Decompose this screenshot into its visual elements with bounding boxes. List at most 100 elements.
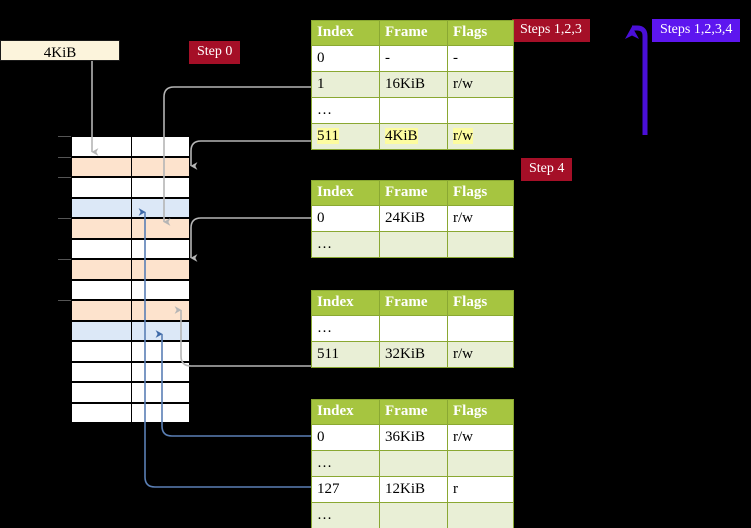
steps1234-badge-text: Steps 1,2,3,4 [660,22,733,37]
memory-row-tick [58,136,71,138]
table-cell-frame [379,450,448,477]
table-header-frame: Frame [379,20,448,46]
table-cell-index: … [311,97,380,124]
table-cell-index: 127 [311,476,380,503]
table-row: … [311,315,514,342]
table-cell-text: … [317,454,332,471]
table-cell-text: 0 [317,428,325,445]
table-row: 1 16KiB r/w [311,71,514,98]
table-cell-text: 511 [317,345,339,362]
table-row: … [311,231,514,258]
table-cell-text: r/w [453,75,473,92]
table-header-index: Index [311,20,380,46]
table-cell-text: 0 [317,209,325,226]
memory-row-tick [58,259,71,261]
table-header-index: Index [311,399,380,425]
table-header-index: Index [311,290,380,316]
table-cell-flags: r/w [447,341,514,368]
table-cell-text: 0 [317,49,325,66]
table-cell-flags [447,450,514,477]
memory-column-divider [131,136,133,423]
memory-frame-row [71,156,190,177]
memory-row-tick [58,156,71,158]
table-cell-flags [447,315,514,342]
table-cell-text: r [453,480,458,497]
table-row: 0 24KiB r/w [311,205,514,232]
table-cell-text: 24KiB [385,209,426,226]
table-cell-frame: 32KiB [379,341,448,368]
table-cell-flags [447,231,514,258]
size-label-text: 4KiB [43,45,77,61]
table-cell-text: - [453,49,458,66]
arrow-pdpt-row0-to-memory [190,217,311,262]
size-label-box: 4KiB [0,40,120,61]
table-cell-frame [379,315,448,342]
table-cell-frame: 4KiB [379,123,448,150]
table-cell-text: … [317,506,332,523]
table-header-frame: Frame [379,290,448,316]
table-row: … [311,97,514,124]
arrow-steps-loop-purple [625,25,648,135]
table-cell-flags: r/w [447,424,514,451]
table-header-flags: Flags [447,399,514,425]
step0-badge: Step 0 [189,41,241,64]
table-row: … [311,502,514,528]
table-cell-index: 0 [311,205,380,232]
table-cell-index: 1 [311,71,380,98]
table-cell-frame [379,231,448,258]
table-cell-text: - [385,49,390,66]
step4-badge-text: Step 4 [529,161,565,176]
table-row: 0 - - [311,45,514,72]
memory-row-tick [58,177,71,179]
table-header-index: Index [311,180,380,206]
table-header-flags: Flags [447,290,514,316]
table-cell-text: 36KiB [385,428,426,445]
table-row: 127 12KiB r [311,476,514,503]
steps123-badge: Steps 1,2,3 [512,19,590,42]
table-cell-text: 511 [317,127,339,144]
table-cell-text: 16KiB [385,75,426,92]
table-cell-text: 1 [317,75,325,92]
table-header-flags: Flags [447,20,514,46]
steps1234-badge: Steps 1,2,3,4 [652,19,741,42]
table-cell-flags: - [447,45,514,72]
table-cell-index: … [311,450,380,477]
table-cell-text: r/w [453,428,473,445]
table-cell-index: … [311,315,380,342]
table-cell-flags: r/w [447,205,514,232]
table-row: 511 4KiB r/w [311,123,514,150]
arrow-pml4-row511-to-memory [190,140,311,170]
memory-frame-row [71,177,190,198]
table-cell-frame: 16KiB [379,71,448,98]
table-cell-text: 127 [317,480,340,497]
table-cell-index: 0 [311,424,380,451]
table-cell-flags [447,97,514,124]
table-row: 0 36KiB r/w [311,424,514,451]
table-header-frame: Frame [379,180,448,206]
table-cell-frame: 12KiB [379,476,448,503]
table-cell-flags: r [447,476,514,503]
table-cell-text: r/w [453,345,473,362]
table-row: … [311,450,514,477]
steps123-badge-text: Steps 1,2,3 [520,22,582,37]
table-cell-flags: r/w [447,123,514,150]
table-cell-text: … [317,101,332,118]
table-cell-frame [379,97,448,124]
table-header-frame: Frame [379,399,448,425]
table-cell-text: … [317,319,332,336]
table-cell-text: 4KiB [385,127,418,144]
table-cell-frame: 24KiB [379,205,448,232]
step0-badge-text: Step 0 [197,44,233,59]
table-cell-text: r/w [453,127,473,144]
step4-badge: Step 4 [521,158,573,181]
table-cell-flags [447,502,514,528]
table-cell-flags: r/w [447,71,514,98]
table-cell-index: 0 [311,45,380,72]
table-row: 511 32KiB r/w [311,341,514,368]
table-cell-index: … [311,231,380,258]
